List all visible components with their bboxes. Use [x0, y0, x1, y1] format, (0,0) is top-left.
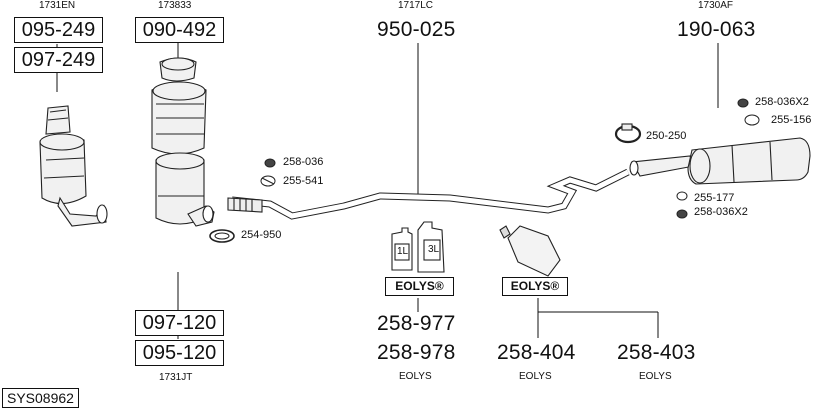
group-code-dpf: 173833 [158, 0, 192, 11]
fitting-label[interactable]: 254-950 [241, 229, 282, 241]
eolys-pouch [499, 225, 561, 277]
part-number-box[interactable]: 095-120 [135, 340, 224, 366]
fitting-label[interactable]: 255-177 [694, 192, 735, 204]
fitting-label[interactable]: 250-250 [646, 130, 687, 142]
exhaust-pipe [227, 168, 630, 220]
eolys-part-number[interactable]: 258-403 [617, 341, 696, 364]
fitting-label[interactable]: 258-036X2 [755, 96, 809, 108]
eolys-caption: EOLYS [399, 371, 432, 382]
part-number-box[interactable]: 097-120 [135, 310, 224, 336]
rear-muffler [629, 137, 811, 185]
fitting-label[interactable]: 255-541 [283, 175, 324, 187]
particulate-filter [151, 57, 215, 227]
diagram-code: SYS08962 [2, 388, 79, 408]
eolys-part-number[interactable]: 258-977 [377, 312, 456, 335]
catalytic-converter-left [39, 105, 108, 227]
group-code-bottom: 1731JT [159, 372, 193, 383]
fitting-label[interactable]: 258-036X2 [694, 206, 748, 218]
hanger-parts [209, 98, 760, 243]
eolys-part-number[interactable]: 258-978 [377, 341, 456, 364]
part-number-box[interactable]: 095-249 [14, 17, 103, 43]
fitting-label[interactable]: 258-036 [283, 156, 324, 168]
eolys-bottles [391, 221, 445, 273]
group-code-pipe: 1717LC [398, 0, 434, 11]
part-number-label[interactable]: 950-025 [377, 18, 456, 41]
eolys-badge: EOLYS® [385, 277, 454, 296]
bottle-label-3l: 3L [428, 244, 440, 255]
eolys-caption: EOLYS [639, 371, 672, 382]
eolys-badge: EOLYS® [502, 277, 568, 296]
eolys-caption: EOLYS [519, 371, 552, 382]
part-number-box[interactable]: 097-249 [14, 47, 103, 73]
part-number-label[interactable]: 190-063 [677, 18, 756, 41]
clamp-250-250 [614, 123, 642, 144]
fitting-label[interactable]: 255-156 [771, 114, 812, 126]
bottle-label-1l: 1L [397, 246, 409, 257]
group-code-left: 1731EN [39, 0, 76, 11]
group-code-muffler: 1730AF [698, 0, 734, 11]
part-number-box[interactable]: 090-492 [135, 17, 224, 43]
eolys-part-number[interactable]: 258-404 [497, 341, 576, 364]
